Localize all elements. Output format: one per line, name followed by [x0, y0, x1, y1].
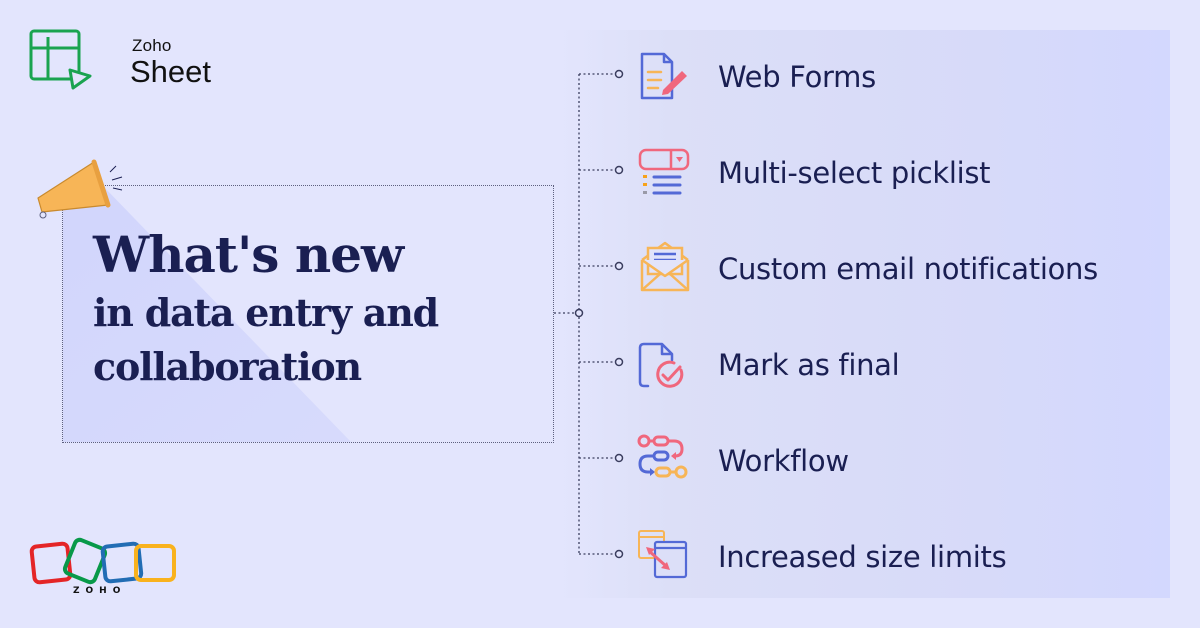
zoho-logo: ZOHO [28, 536, 180, 602]
headline-box: What's new in data entry and collaborati… [62, 185, 554, 443]
web-form-icon [640, 52, 687, 100]
spotlight-beam [63, 186, 352, 442]
headline-line-2: in data entry and [93, 290, 439, 335]
features-panel [560, 30, 1170, 598]
feature-label: Mark as final [718, 348, 900, 382]
feature-custom-email-notifications: Custom email notifications [630, 238, 1170, 298]
feature-label: Custom email notifications [718, 252, 1098, 286]
feature-workflow: Workflow [630, 430, 1170, 490]
zoho-logo-icon [29, 537, 176, 585]
email-notification-icon [640, 241, 690, 292]
logo-zoho-text: Zoho [132, 36, 172, 55]
feature-mark-as-final: Mark as final [630, 334, 1170, 394]
zoho-sheet-logo: Zoho Sheet [28, 28, 212, 94]
logo-sheet-text: Sheet [130, 54, 212, 89]
headline-line-3: collaboration [93, 344, 362, 389]
feature-label: Web Forms [718, 60, 876, 94]
zoho-wordmark: ZOHO [73, 586, 127, 596]
feature-increased-size-limits: Increased size limits [630, 526, 1170, 586]
feature-label: Workflow [718, 444, 849, 478]
headline-line-1: What's new [93, 225, 404, 284]
mark-as-final-icon [638, 342, 684, 388]
sheet-logo-icon [29, 29, 92, 90]
picklist-icon [638, 148, 690, 195]
workflow-icon [637, 434, 688, 479]
megaphone-icon [37, 159, 123, 219]
feature-label: Increased size limits [718, 540, 1007, 574]
feature-label: Multi-select picklist [718, 156, 991, 190]
feature-web-forms: Web Forms [630, 46, 1170, 106]
size-limits-icon [638, 530, 688, 579]
headline: What's new in data entry and collaborati… [93, 224, 439, 394]
feature-multi-select-picklist: Multi-select picklist [630, 142, 1170, 202]
